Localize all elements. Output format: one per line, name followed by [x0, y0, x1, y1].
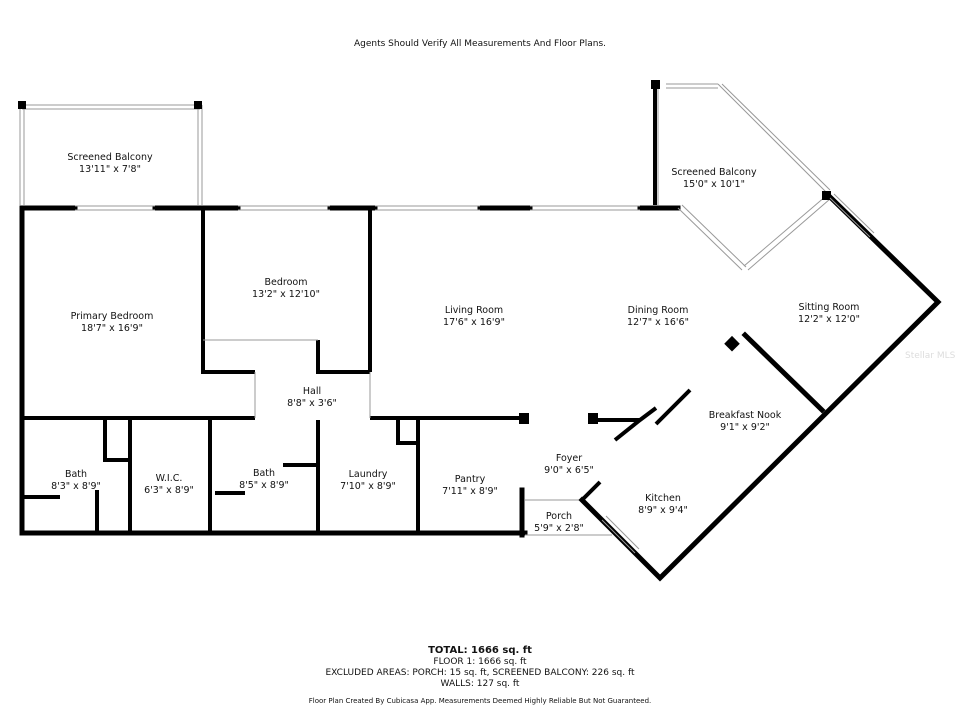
- walls: [19, 80, 942, 582]
- room-name: Primary Bedroom: [71, 311, 154, 322]
- room-name: W.I.C.: [156, 473, 183, 484]
- room-name: Bedroom: [265, 277, 308, 288]
- room-size: 9'0" x 6'5": [544, 465, 594, 476]
- room-name: Kitchen: [645, 493, 681, 504]
- room-name: Pantry: [455, 474, 486, 485]
- room-name: Bath: [65, 469, 87, 480]
- room-name: Laundry: [349, 469, 388, 480]
- room-size: 5'9" x 2'8": [534, 523, 584, 534]
- room-name: Sitting Room: [799, 302, 860, 313]
- excluded-areas: EXCLUDED AREAS: PORCH: 15 sq. ft, SCREEN…: [325, 668, 635, 678]
- room-name: Porch: [546, 511, 572, 522]
- room-labels: Screened Balcony 13'11" x 7'8" Screened …: [51, 152, 860, 534]
- area-summary: TOTAL: 1666 sq. ft FLOOR 1: 1666 sq. ft …: [0, 645, 960, 690]
- header-note: Agents Should Verify All Measurements An…: [353, 39, 607, 49]
- room-name: Screened Balcony: [67, 152, 153, 163]
- floor-area: FLOOR 1: 1666 sq. ft: [433, 657, 527, 667]
- watermark: Stellar MLS: [905, 351, 956, 361]
- room-name: Screened Balcony: [671, 167, 757, 178]
- room-size: 7'11" x 8'9": [442, 486, 498, 497]
- room-name: Breakfast Nook: [709, 410, 782, 421]
- room-name: Bath: [253, 468, 275, 479]
- room-size: 12'7" x 16'6": [627, 317, 689, 328]
- room-size: 6'3" x 8'9": [144, 485, 194, 496]
- room-size: 12'2" x 12'0": [798, 314, 860, 325]
- room-name: Dining Room: [628, 305, 689, 316]
- room-name: Foyer: [556, 453, 582, 464]
- room-size: 8'9" x 9'4": [638, 505, 688, 516]
- footer-note: Floor Plan Created By Cubicasa App. Meas…: [308, 697, 652, 705]
- walls-area: WALLS: 127 sq. ft: [440, 679, 520, 689]
- room-size: 8'8" x 3'6": [287, 398, 337, 409]
- total-area: TOTAL: 1666 sq. ft: [428, 645, 532, 656]
- room-name: Hall: [303, 386, 321, 397]
- room-size: 8'3" x 8'9": [51, 481, 101, 492]
- room-size: 17'6" x 16'9": [443, 317, 505, 328]
- room-name: Living Room: [445, 305, 503, 316]
- room-size: 13'2" x 12'10": [252, 289, 320, 300]
- room-size: 18'7" x 16'9": [81, 323, 143, 334]
- room-size: 13'11" x 7'8": [79, 164, 141, 175]
- left-balcony-walls: [18, 101, 203, 205]
- room-size: 9'1" x 9'2": [720, 422, 770, 433]
- room-size: 8'5" x 8'9": [239, 480, 289, 491]
- room-size: 7'10" x 8'9": [340, 481, 396, 492]
- room-size: 15'0" x 10'1": [683, 179, 745, 190]
